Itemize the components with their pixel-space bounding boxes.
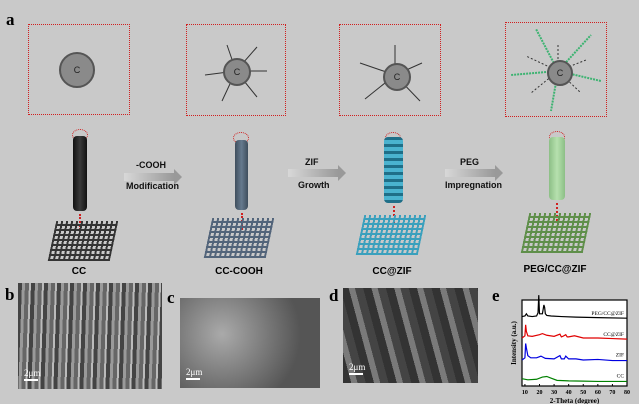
zoom-box-cc-zif: C	[339, 24, 441, 116]
process-arrow	[124, 169, 182, 185]
series-line-peg-cc-zif	[521, 295, 628, 319]
series-label: CC	[617, 374, 625, 380]
stage-label-cc-cooh: CC-COOH	[215, 266, 263, 277]
arrow-label-bottom: Growth	[298, 180, 330, 190]
panel-label-d: d	[329, 286, 339, 305]
x-tick-label: 60	[595, 390, 601, 396]
arrow-label-top: ZIF	[305, 157, 319, 167]
scale-label: 2μm	[186, 367, 203, 377]
zoom-box-cc-cooh: C	[186, 24, 286, 116]
x-tick-label: 30	[551, 390, 557, 396]
sem-image-cc-zif: 2μm	[343, 288, 478, 383]
cloth-cc-zif	[355, 215, 427, 255]
scale-label: 2μm	[24, 368, 41, 378]
series-line-cc	[521, 375, 627, 383]
cloth-cc	[47, 221, 119, 261]
xrd-chart: 10 20 30 40 50 60 70 80 2-Theta (degree) Intensit…	[510, 295, 630, 404]
panel-label-c: c	[167, 288, 175, 307]
series-line-zif	[521, 343, 627, 362]
process-arrow	[288, 165, 346, 181]
panel-label-e: e	[492, 286, 500, 305]
series-label: ZIF	[616, 353, 624, 359]
scale-bar: 2μm	[349, 362, 365, 375]
arrow-label-bottom: Impregnation	[445, 180, 503, 190]
x-tick-label: 10	[522, 390, 528, 396]
y-axis-label: Intensity (a.u.)	[510, 320, 518, 364]
x-tick-label: 80	[624, 390, 630, 396]
stage-label-peg-cc-zif: PEG/CC@ZIF	[523, 264, 587, 275]
zoom-box-peg-cc-zif: C	[505, 22, 607, 117]
process-arrow	[445, 165, 503, 181]
fiber-cc-zif	[384, 137, 403, 203]
sem-image-cc-cooh: 2μm	[180, 298, 320, 388]
cloth-cc-cooh	[203, 218, 275, 258]
scale-bar: 2μm	[186, 367, 202, 380]
cloth-peg-cc-zif	[520, 213, 592, 253]
stage-label-cc: CC	[71, 266, 87, 277]
scale-label: 2μm	[349, 362, 366, 372]
panel-label-a: a	[6, 10, 15, 29]
scale-bar: 2μm	[24, 368, 40, 381]
carbon-atom: C	[383, 63, 411, 91]
stage-label-cc-zif: CC@ZIF	[372, 266, 412, 277]
x-tick-label: 70	[609, 390, 615, 396]
fiber-peg-cc-zif	[549, 137, 565, 200]
fiber-cc-cooh	[235, 140, 248, 210]
x-axis-label: 2-Theta (degree)	[550, 397, 600, 404]
sem-image-cc: 2μm	[18, 283, 162, 389]
carbon-atom: C	[547, 60, 573, 86]
series-line-cc-zif	[521, 324, 628, 340]
arrow-label-bottom: Modification	[126, 181, 179, 191]
series-label: CC@ZIF	[603, 332, 624, 338]
x-tick-label: 20	[537, 390, 543, 396]
red-arrow	[556, 203, 558, 221]
panel-label-b: b	[5, 285, 15, 304]
fiber-cc	[73, 136, 87, 211]
carbon-atom: C	[59, 52, 95, 88]
zoom-box-cc: C	[28, 24, 130, 115]
arrow-label-top: -COOH	[136, 160, 166, 170]
series-label: PEG/CC@ZIF	[591, 311, 624, 317]
x-tick-label: 50	[580, 390, 586, 396]
arrow-label-top: PEG	[460, 157, 480, 167]
x-tick-label: 40	[566, 390, 572, 396]
carbon-atom: C	[223, 58, 251, 86]
